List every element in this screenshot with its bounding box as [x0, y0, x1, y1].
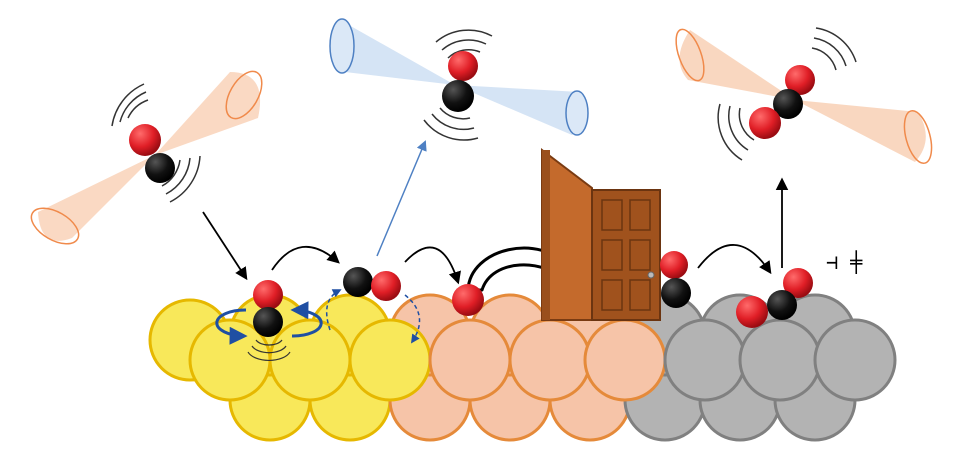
surface-atom — [428, 318, 512, 402]
product-molecule-group — [675, 27, 933, 165]
door-group — [541, 147, 661, 321]
beam-cone-rim — [329, 18, 355, 74]
door-panel — [591, 189, 661, 321]
process-arrows — [202, 140, 789, 285]
carbon-atom — [767, 290, 797, 320]
step-arrow-3 — [697, 244, 772, 275]
oxygen-atom — [785, 65, 815, 95]
co-at-door — [660, 251, 691, 308]
carbon-atom — [442, 80, 474, 112]
forming-co2 — [736, 268, 813, 328]
oxygen-atom — [129, 124, 161, 156]
vibration-arcs — [111, 83, 201, 203]
oxygen-atom — [749, 107, 781, 139]
door-knob — [647, 271, 655, 279]
step-arrow-1 — [271, 246, 340, 271]
surface-atom — [508, 318, 592, 402]
oxygen-atom — [253, 280, 283, 310]
surface-atom — [738, 318, 822, 402]
beam-cone — [679, 30, 795, 100]
carbon-atom — [145, 153, 175, 183]
carbon-atom — [773, 89, 803, 119]
door-inset — [601, 239, 623, 271]
surface-atom — [663, 318, 747, 402]
incoming-molecule-group — [30, 70, 263, 245]
oxygen-atom — [448, 51, 478, 81]
carbon-atom — [343, 267, 373, 297]
vibration-arcs — [423, 29, 493, 141]
door-inset — [629, 199, 651, 231]
beam-cone — [333, 20, 455, 85]
door-inset — [629, 239, 651, 271]
carbon-atom — [253, 307, 283, 337]
oxygen-atom — [371, 271, 401, 301]
oxygen-atom — [452, 284, 484, 316]
rotation-arrow — [215, 308, 248, 345]
door-inset — [601, 199, 623, 231]
beam-cone-rim — [225, 70, 263, 120]
adsorption-arrow — [202, 211, 248, 281]
beam-cone — [155, 72, 261, 155]
vibration-arcs — [717, 27, 857, 161]
oxygen-atom — [736, 296, 768, 328]
door-inset — [629, 279, 651, 311]
surface-atom — [813, 318, 897, 402]
rotation-arrow — [290, 301, 323, 338]
surface-atom — [583, 318, 667, 402]
diffusing-co — [325, 267, 421, 344]
door-frame-post — [542, 150, 550, 320]
beam-cone-rim — [675, 28, 705, 82]
door-inset — [601, 279, 623, 311]
beam-cone — [795, 100, 926, 162]
beam-cone-rim — [903, 109, 933, 165]
carbon-atom — [661, 278, 691, 308]
surface-atom — [348, 318, 432, 402]
beam-cone — [38, 155, 155, 241]
desorbing-molecule-blue-group — [329, 18, 589, 141]
oxygen-atom — [783, 268, 813, 298]
diffusion-path — [325, 289, 342, 331]
desorption-arrow — [376, 140, 427, 257]
oxygen-atom — [660, 251, 688, 279]
adsorbed-co-spinning — [215, 280, 323, 361]
surface-front-row — [188, 318, 897, 402]
beam-cone-rim — [30, 207, 80, 245]
reaction-symbol: ⊣ ╪ — [826, 250, 863, 274]
beam-cone-rim — [565, 90, 589, 136]
adsorbed-oxygen — [452, 284, 484, 316]
vibration-arcs — [247, 339, 291, 361]
step-arrow-2 — [404, 246, 461, 285]
beam-cone — [455, 85, 584, 135]
